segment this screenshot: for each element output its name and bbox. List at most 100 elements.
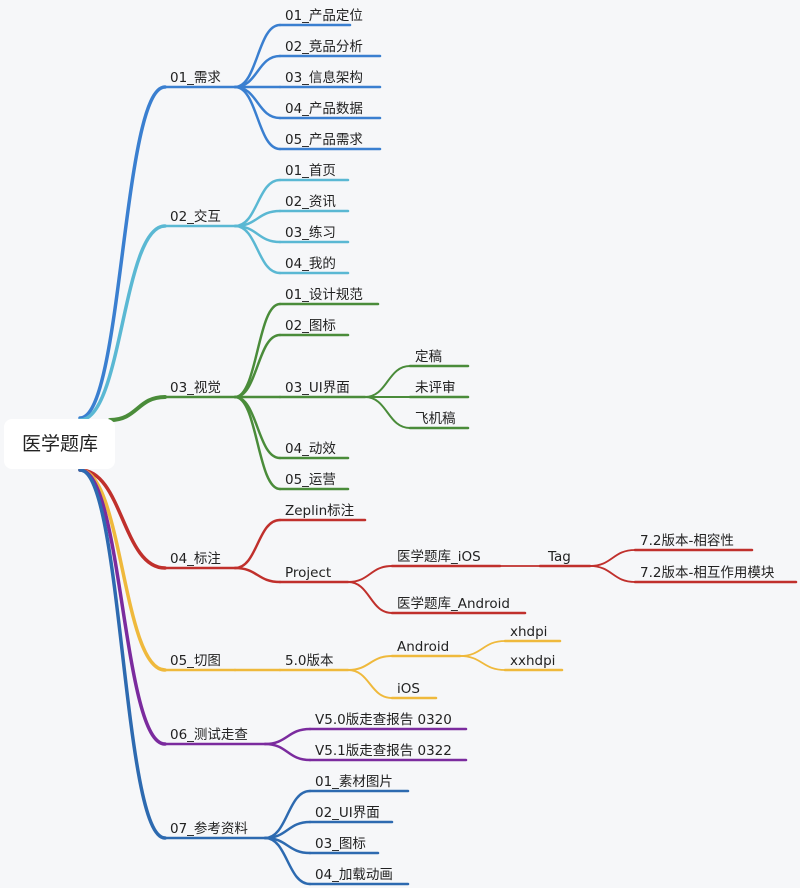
connector-root-requirements xyxy=(78,85,167,420)
connector-interaction xyxy=(233,224,282,275)
node-ios[interactable]: iOS xyxy=(390,681,438,700)
root-node[interactable]: 医学题库 xyxy=(4,419,115,469)
node-product-data[interactable]: 04_产品数据 xyxy=(278,101,382,120)
connector-visual xyxy=(364,396,411,429)
node-unreviewed[interactable]: 未评审 xyxy=(408,380,470,399)
connector-visual xyxy=(233,302,282,399)
connector-visual xyxy=(233,395,282,491)
branch-requirements[interactable]: 01_需求 xyxy=(163,70,237,89)
connector-root-annotation xyxy=(78,468,167,570)
branch-label-requirements: 01_需求 xyxy=(170,70,221,86)
connector-references xyxy=(263,836,312,886)
connector-annotation xyxy=(233,566,282,584)
connector-annotation xyxy=(347,581,393,614)
node-label: 7.2版本-相容性 xyxy=(640,532,734,549)
branch-visual[interactable]: 03_视觉 xyxy=(163,380,237,399)
node-v72-compatibility[interactable]: 7.2版本-相容性 xyxy=(633,532,754,552)
branch-interaction[interactable]: 02_交互 xyxy=(163,208,237,228)
node-news[interactable]: 02_资讯 xyxy=(278,194,350,213)
branch-label-visual: 03_视觉 xyxy=(170,380,221,396)
connector-root-visual xyxy=(108,395,167,422)
node-label: 02_竞品分析 xyxy=(285,38,363,55)
node-zeplin-annotation[interactable]: Zeplin标注 xyxy=(278,503,367,522)
node-label: 02_图标 xyxy=(285,318,336,334)
root-node-label: 医学题库 xyxy=(22,433,98,455)
branch-label-slicing: 05_切图 xyxy=(170,653,221,669)
node-label: 04_产品数据 xyxy=(285,101,363,117)
connector-slicing xyxy=(459,640,506,657)
node-label: 05_产品需求 xyxy=(285,132,363,148)
node-android[interactable]: Android xyxy=(390,639,462,658)
connector-slicing xyxy=(347,655,393,671)
node-label: 7.2版本-相互作用模块 xyxy=(640,565,775,581)
node-product-positioning[interactable]: 01_产品定位 xyxy=(278,8,363,27)
branch-annotation[interactable]: 04_标注 xyxy=(163,551,237,570)
node-visual-icons[interactable]: 02_图标 xyxy=(278,318,350,337)
node-final-draft[interactable]: 定稿 xyxy=(408,349,470,368)
connector-testing xyxy=(263,727,312,746)
node-competitor-analysis[interactable]: 02_竞品分析 xyxy=(278,38,382,58)
node-project[interactable]: Project xyxy=(278,565,350,584)
node-home[interactable]: 01_首页 xyxy=(278,163,350,182)
connector-requirements xyxy=(233,85,282,120)
node-reference-icons[interactable]: 03_图标 xyxy=(308,836,380,855)
node-operations[interactable]: 05_运营 xyxy=(278,472,350,491)
node-information-architecture[interactable]: 03_信息架构 xyxy=(278,69,382,89)
branch-references[interactable]: 07_参考资料 xyxy=(163,820,267,840)
node-animation[interactable]: 04_动效 xyxy=(278,441,350,460)
node-label: xhdpi xyxy=(510,624,547,640)
node-label: V5.1版走查报告 0322 xyxy=(315,743,452,759)
node-loading-animation[interactable]: 04_加载动画 xyxy=(308,867,410,886)
node-label: xxhdpi xyxy=(510,653,555,669)
connector-requirements xyxy=(233,54,282,89)
node-ui-reference[interactable]: 02_UI界面 xyxy=(308,805,394,824)
node-v72-interaction-module[interactable]: 7.2版本-相互作用模块 xyxy=(633,565,798,584)
connector-annotation xyxy=(589,549,636,567)
node-xxhdpi[interactable]: xxhdpi xyxy=(503,653,564,672)
node-label: 04_我的 xyxy=(285,256,336,272)
node-label: 03_图标 xyxy=(315,836,366,852)
node-label: 04_动效 xyxy=(285,441,336,457)
node-draft-concept[interactable]: 飞机稿 xyxy=(408,411,470,430)
node-label: 03_信息架构 xyxy=(285,69,363,86)
node-product-requirements[interactable]: 05_产品需求 xyxy=(278,132,382,151)
node-tag[interactable]: Tag xyxy=(538,549,592,568)
connector-annotation xyxy=(347,565,393,583)
node-ui-screens[interactable]: 03_UI界面 xyxy=(278,380,367,399)
node-label: 医学题库_Android xyxy=(397,596,510,612)
connector-annotation xyxy=(233,518,282,570)
node-label: 02_UI界面 xyxy=(315,805,380,821)
node-v50-review-report[interactable]: V5.0版走查报告 0320 xyxy=(308,712,468,731)
connector-slicing xyxy=(347,669,393,699)
node-project-ios[interactable]: 医学题库_iOS xyxy=(390,549,502,568)
node-label: 01_素材图片 xyxy=(315,774,393,790)
connector-visual xyxy=(233,333,282,399)
node-version-5[interactable]: 5.0版本 xyxy=(278,653,350,672)
connector-root-interaction xyxy=(78,224,167,422)
node-practice[interactable]: 03_练习 xyxy=(278,225,350,244)
node-material-images[interactable]: 01_素材图片 xyxy=(308,774,410,793)
node-label: Android xyxy=(397,639,449,655)
node-label: 03_UI界面 xyxy=(285,380,350,396)
node-label: 03_练习 xyxy=(285,225,336,241)
node-design-spec[interactable]: 01_设计规范 xyxy=(278,287,380,306)
branch-label-annotation: 04_标注 xyxy=(170,551,221,567)
node-xhdpi[interactable]: xhdpi xyxy=(503,624,562,643)
mind-map-nodes: 医学题库 01_需求 01_产品定位 02_竞品分析 03_信息架构 04_产品… xyxy=(4,8,798,886)
node-label: 飞机稿 xyxy=(415,411,456,427)
connector-requirements xyxy=(233,85,282,151)
node-project-android[interactable]: 医学题库_Android xyxy=(390,596,527,615)
node-label: Zeplin标注 xyxy=(285,503,354,519)
node-v51-review-report[interactable]: V5.1版走查报告 0322 xyxy=(308,743,468,762)
connector-testing xyxy=(263,742,312,762)
connector-root-references xyxy=(78,468,167,840)
branch-slicing[interactable]: 05_切图 xyxy=(163,653,237,672)
branch-testing[interactable]: 06_测试走查 xyxy=(163,727,267,746)
node-mine[interactable]: 04_我的 xyxy=(278,256,350,275)
node-label: Project xyxy=(285,565,331,581)
node-label: iOS xyxy=(397,681,420,697)
node-label: 04_加载动画 xyxy=(315,867,393,883)
node-label: Tag xyxy=(547,549,571,565)
node-label: 01_产品定位 xyxy=(285,8,363,24)
